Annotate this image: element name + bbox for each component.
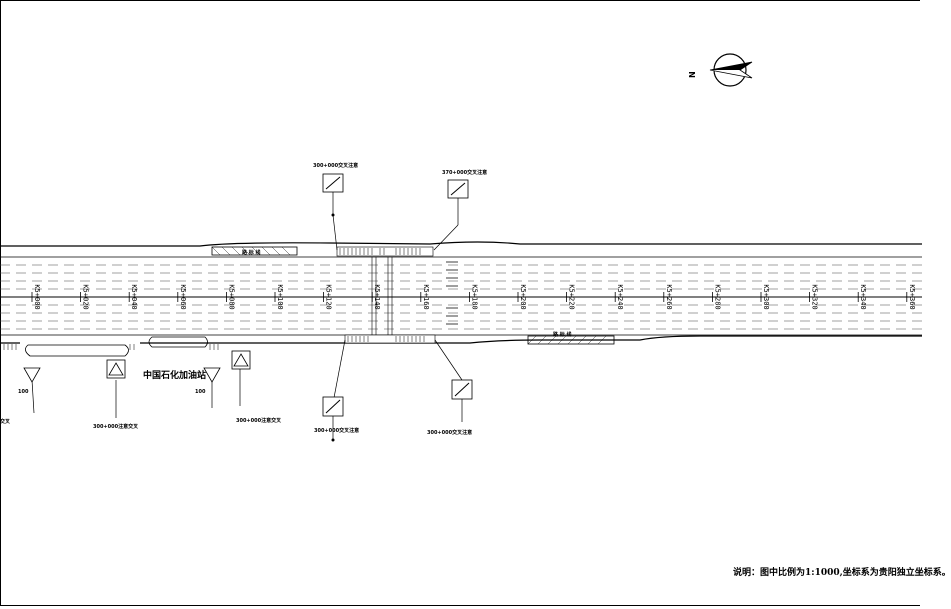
gas-station-label: 中国石化加油站 [143,369,206,381]
sign-label-bottom-right: 300+000交叉注意 [427,429,472,436]
side-island-2 [148,336,208,348]
station-label: K5+340 [859,284,867,309]
crosswalk-hatching [339,248,425,342]
sign-label-mid-2: 300+000注意交叉 [236,417,282,424]
north-label: N [688,71,697,78]
median-island-bottom [527,335,615,345]
station-label: K5+300 [762,284,770,309]
sign-label-left-edge: 交叉 [0,418,11,425]
warning-sign-2 [231,350,251,370]
sign-top-right [447,179,469,199]
road-text-top: 路 标 线 [242,249,260,256]
north-arrow-icon [709,53,753,87]
station-label: K5+000 [33,284,41,309]
sign-leaders [31,192,463,440]
road-text-bottom: 路 标 线 [553,331,571,338]
road-edge-bottom [0,335,922,344]
drawing-frame [0,0,920,606]
station-label: K5+360 [908,284,916,309]
crosswalk [336,246,436,344]
station-label: K5+260 [665,284,673,309]
station-label: K5+180 [470,284,478,309]
station-label: K5+120 [325,284,333,309]
station-label: K5+040 [130,284,138,309]
station-label: K5+200 [519,284,527,309]
sign-label-top-right: 370+000交叉注意 [442,169,487,176]
station-label: K5+240 [616,284,624,309]
station-label: K5+320 [811,284,819,309]
sign-label-top-left: 300+000交叉注意 [313,162,358,169]
side-island-1 [25,344,129,357]
sign-top-left [322,173,344,217]
station-label: K5+020 [82,284,90,309]
station-label: K5+280 [713,284,721,309]
station-label: K5+060 [179,284,187,309]
direction-arrows [446,261,458,325]
curb-hatch [0,344,219,350]
yield-sign-2 [203,367,221,383]
drawing-note: 说明：图中比例为1:1000,坐标系为贵阳独立坐标系。 [733,568,951,578]
lane-markings [0,264,922,330]
station-label: K5+080 [227,284,235,309]
median-hatch-top [211,246,291,256]
sign-bottom-right [451,379,473,400]
road-plan-drawing: K5+000 K5+020 K5+040 K5+060 K5+080 K5+100 K5+1… [0,53,922,442]
station-markers: K5+000 K5+020 K5+040 K5+060 K5+080 K5+100 K5+1… [31,284,916,310]
sign-label-mid-1: 300+000注意交叉 [93,423,139,430]
station-label: K5+100 [276,284,284,309]
station-label: K5+160 [422,284,430,309]
sign-label-bottom-left: 300+000交叉注意 [314,427,359,434]
warning-sign-1 [106,359,126,379]
sign-bottom-left [322,396,344,442]
median-hatch-bottom [527,335,607,345]
station-label: K5+220 [568,284,576,309]
small-code-1: 100 [18,389,29,395]
yield-sign-1 [23,367,41,383]
small-code-2: 100 [195,389,206,395]
median-island-top [211,246,298,256]
road-edge-top [0,241,922,247]
station-label: K5+140 [373,284,381,309]
